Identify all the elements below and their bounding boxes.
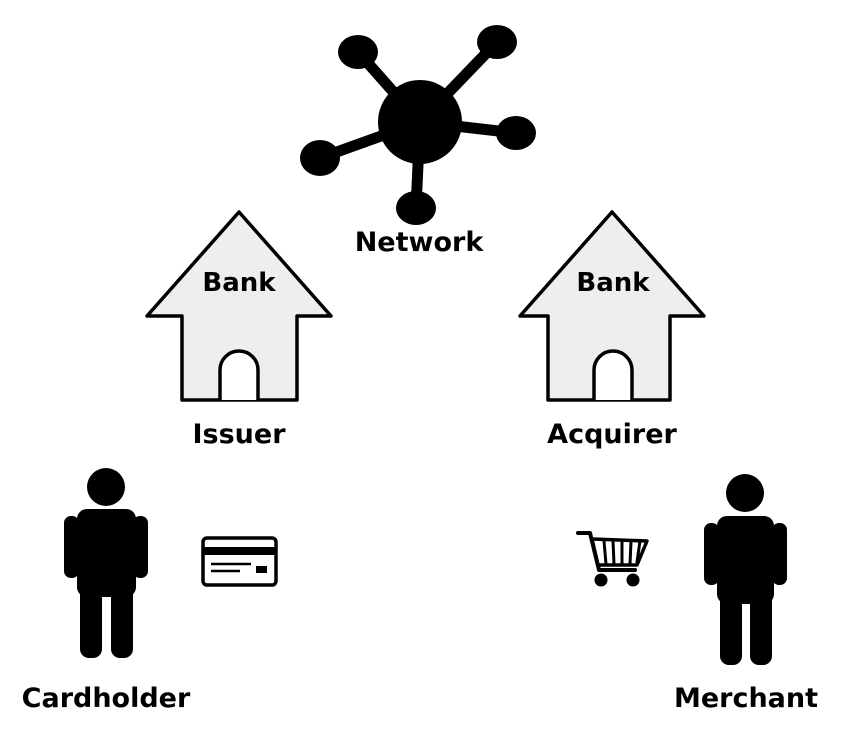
issuer-label: Issuer bbox=[192, 419, 286, 450]
merchant-label: Merchant bbox=[673, 683, 819, 714]
acquirer-bank-house-icon bbox=[518, 210, 706, 402]
cardholder-label: Cardholder bbox=[21, 683, 191, 714]
network-hub-icon bbox=[300, 25, 536, 225]
network-label: Network bbox=[354, 227, 484, 258]
issuer-house-label: Bank bbox=[202, 268, 276, 298]
shopping-cart-icon bbox=[576, 531, 649, 587]
merchant-person-icon bbox=[704, 474, 787, 665]
issuer-bank-house-icon bbox=[145, 210, 333, 402]
credit-card-icon bbox=[201, 536, 278, 587]
acquirer-label: Acquirer bbox=[547, 419, 677, 450]
acquirer-house-label: Bank bbox=[576, 268, 650, 298]
cardholder-person-icon bbox=[64, 468, 148, 658]
